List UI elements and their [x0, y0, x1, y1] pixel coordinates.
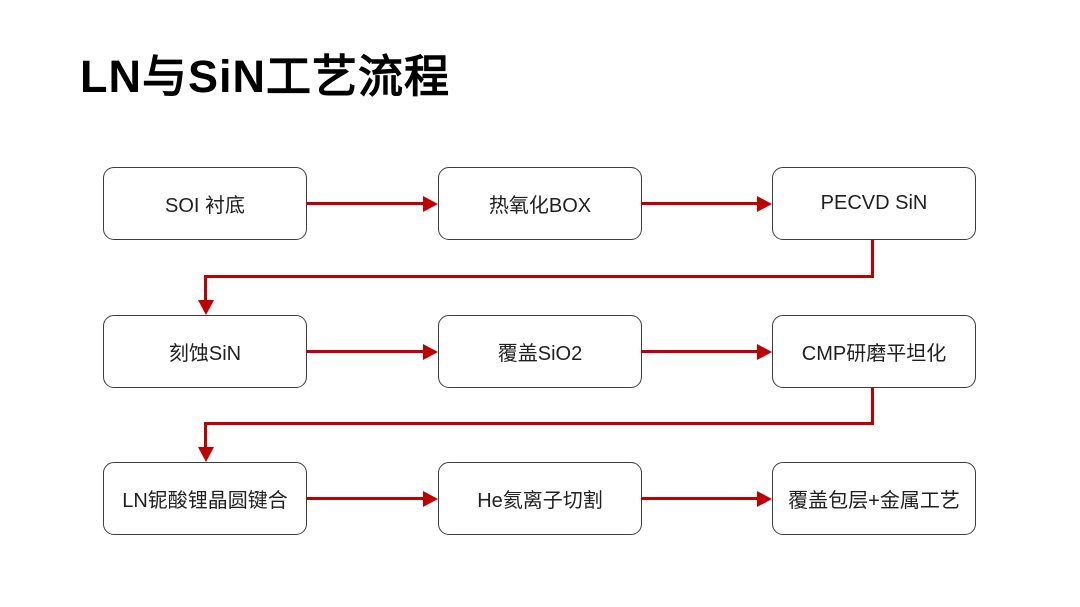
flow-box-he-ion-slicing: He氦离子切割 [438, 462, 642, 535]
flow-box-label: LN铌酸锂晶圆键合 [122, 490, 288, 512]
flow-box-label: 覆盖SiO2 [497, 343, 583, 365]
flow-box-label: 热氧化BOX [488, 195, 592, 217]
flow-box-label: 刻蚀SiN [168, 343, 242, 365]
flow-box-thermal-oxide-box: 热氧化BOX [438, 167, 642, 240]
flow-box-etch-sin: 刻蚀SiN [103, 315, 307, 388]
flow-box-label: 覆盖包层+金属工艺 [788, 490, 960, 512]
flow-box-pecvd-sin: PECVD SiN [772, 167, 976, 240]
arrowhead-right-icon [423, 490, 438, 507]
flow-box-ln-wafer-bonding: LN铌酸锂晶圆键合 [103, 462, 307, 535]
flow-box-label: PECVD SiN [820, 192, 928, 214]
arrowhead-down-icon [197, 300, 214, 315]
arrowhead-right-icon [423, 195, 438, 212]
page-title: LN与SiN工艺流程 [80, 51, 451, 102]
arrowhead-right-icon [757, 343, 772, 360]
arrowhead-right-icon [423, 343, 438, 360]
flow-box-cover-sio2: 覆盖SiO2 [438, 315, 642, 388]
flow-box-cmp-planarization: CMP研磨平坦化 [772, 315, 976, 388]
arrowhead-right-icon [757, 490, 772, 507]
arrowhead-down-icon [197, 447, 214, 462]
flow-box-label: SOI 衬底 [164, 195, 245, 217]
arrowhead-right-icon [757, 195, 772, 212]
flow-box-soi-substrate: SOI 衬底 [103, 167, 307, 240]
flow-box-label: He氦离子切割 [477, 490, 603, 512]
flow-box-label: CMP研磨平坦化 [801, 343, 947, 365]
flow-box-cladding-plus-metal: 覆盖包层+金属工艺 [772, 462, 976, 535]
